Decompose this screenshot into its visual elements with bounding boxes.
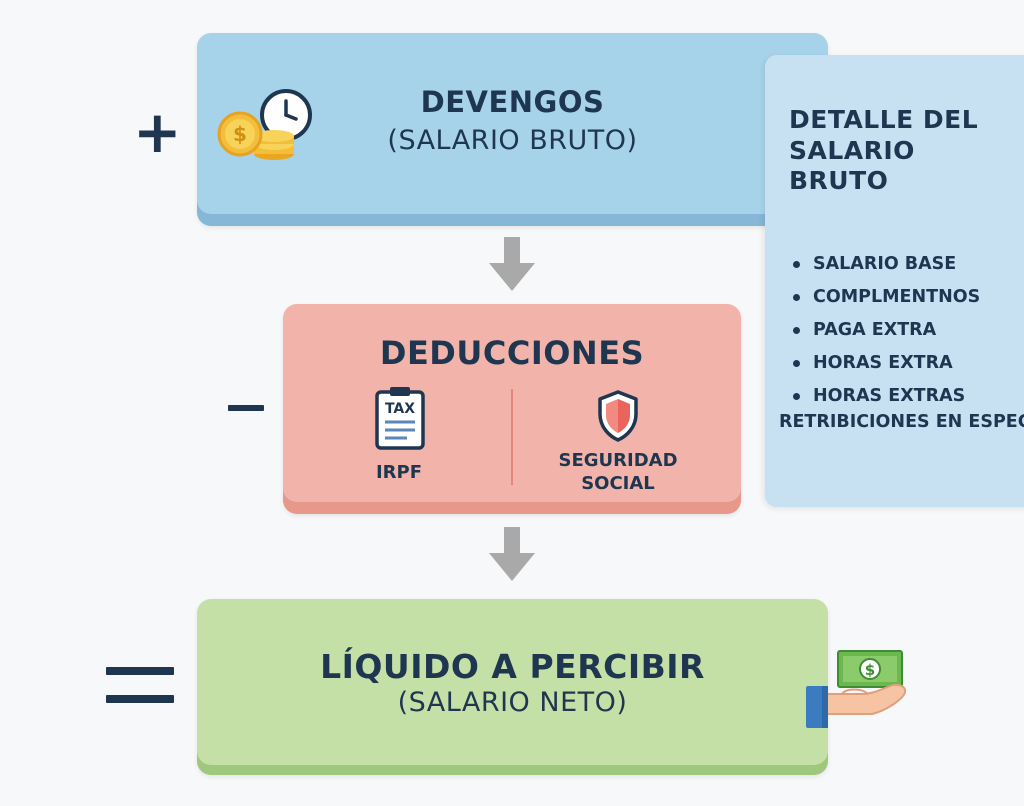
retribuciones-especie: RETRIBICIONES EN ESPECIE — [779, 412, 1024, 432]
list-item: PAGA EXTRA — [793, 314, 980, 347]
svg-text:$: $ — [865, 661, 875, 679]
devengos-subtitle: (SALARIO BRUTO) — [387, 125, 638, 156]
money-hand-icon: $ — [806, 650, 907, 728]
divider — [511, 389, 513, 485]
svg-text:$: $ — [233, 122, 247, 146]
bullet-icon — [793, 327, 800, 334]
bullet-icon — [793, 261, 800, 268]
deducciones-title: DEDUCCIONES — [379, 334, 645, 372]
svg-text:TAX: TAX — [385, 401, 415, 417]
bullet-icon — [793, 360, 800, 367]
minus-sign — [228, 405, 264, 411]
bullet-icon — [793, 294, 800, 301]
shield-icon — [598, 390, 638, 442]
arrow-down-icon — [489, 527, 535, 581]
arrow-down-icon — [489, 237, 535, 291]
tax-clipboard-icon: TAX — [375, 387, 425, 450]
liquido-box: LÍQUIDO A PERCIBIR (SALARIO NETO) — [197, 599, 828, 775]
list-item: SALARIO BASE — [793, 248, 980, 281]
detalle-list: SALARIO BASE COMPLMENTNOS PAGA EXTRA HOR… — [793, 248, 980, 413]
list-item: HORAS EXTRAS — [793, 380, 980, 413]
list-item: HORAS EXTRA — [793, 347, 980, 380]
list-item: COMPLMENTNOS — [793, 281, 980, 314]
detalle-panel: DETALLE DEL SALARIO BRUTO SALARIO BASE C… — [765, 55, 1024, 507]
plus-sign: + — [133, 98, 182, 166]
deducciones-box: DEDUCCIONES TAX IRPF SEGURIDAD SOCIAL — [283, 304, 741, 514]
equals-sign — [106, 667, 174, 707]
liquido-title: LÍQUIDO A PERCIBIR — [320, 647, 705, 686]
seguridad-social-label: SEGURIDAD SOCIAL — [558, 450, 678, 495]
irpf-label: IRPF — [375, 462, 423, 483]
coins-clock-icon: $ — [217, 89, 312, 160]
devengos-title: DEVENGOS — [420, 85, 605, 119]
liquido-subtitle: (SALARIO NETO) — [397, 687, 628, 718]
bullet-icon — [793, 393, 800, 400]
detalle-title: DETALLE DEL SALARIO BRUTO — [789, 105, 979, 195]
